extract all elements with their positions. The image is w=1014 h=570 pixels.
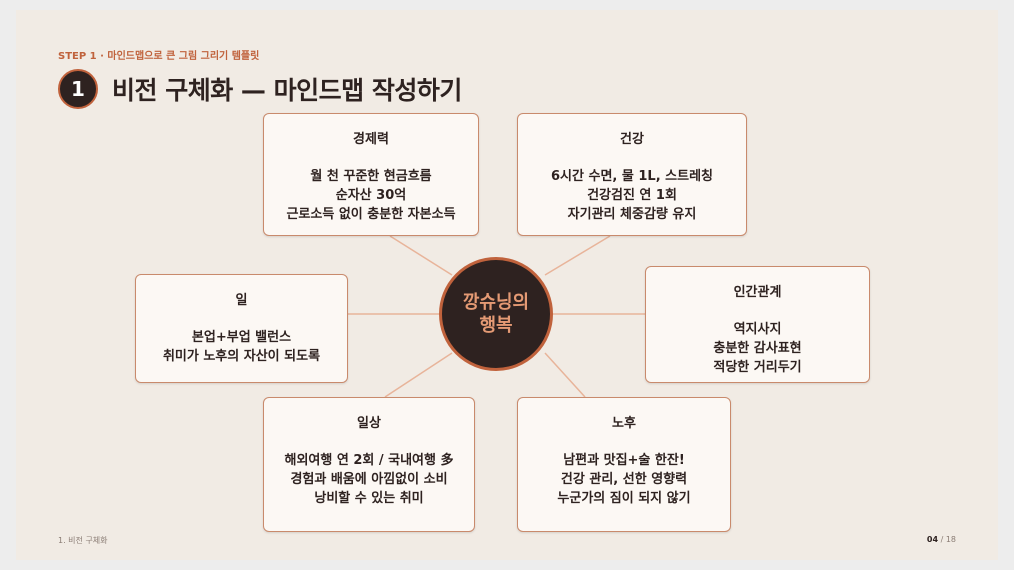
connector-retirement [544,352,586,398]
connector-health [544,235,611,276]
node-line: 순자산 30억 [335,188,407,203]
node-work: 일 본업+부업 밸런스 취미가 노후의 자산이 되도록 [135,274,348,383]
page-separator: / [940,535,944,544]
node-line: 6시간 수면, 물 1L, 스트레칭 [551,169,713,184]
page-number: 04 [926,535,939,544]
node-line: 취미가 노후의 자산이 되도록 [162,349,321,364]
node-line: 해외여행 연 2회 / 국내여행 多 [284,453,454,468]
connector-economy [389,235,453,276]
node-title: 일 [235,293,248,308]
connector-daily [384,352,453,398]
node-line: 누군가의 짐이 되지 않기 [557,491,691,506]
node-line: 역지사지 [733,322,782,337]
node-title: 인간관계 [733,285,782,300]
page-counter: 04 / 18 [927,535,956,544]
node-line: 건강검진 연 1회 [587,188,677,203]
node-title: 일상 [357,416,381,431]
node-line: 경험과 배움에 아낌없이 소비 [290,472,448,487]
footer-section: 1. 비전 구체화 [58,536,108,545]
node-retirement: 노후 남편과 맛집+술 한잔! 건강 관리, 선한 영향력 누군가의 짐이 되지… [517,397,731,532]
page-title: 비전 구체화 — 마인드맵 작성하기 [112,76,462,105]
node-line: 남편과 맛집+술 한잔! [563,453,685,468]
node-title: 노후 [612,416,636,431]
node-health: 건강 6시간 수면, 물 1L, 스트레칭 건강검진 연 1회 자기관리 체중감… [517,113,747,236]
node-line: 본업+부업 밸런스 [191,330,292,345]
node-line: 자기관리 체중감량 유지 [567,207,697,222]
step-number-badge: 1 [58,69,98,109]
page-total: 18 [945,535,956,544]
node-line: 낭비할 수 있는 취미 [314,491,424,506]
node-economy: 경제력 월 천 꾸준한 현금흐름 순자산 30억 근로소득 없이 충분한 자본소… [263,113,479,236]
node-line: 적당한 거리두기 [713,360,802,375]
node-relations: 인간관계 역지사지 충분한 감사표현 적당한 거리두기 [645,266,870,383]
node-line: 근로소득 없이 충분한 자본소득 [286,207,456,222]
node-title: 경제력 [353,132,389,147]
center-label: 깡슈닝의 행복 [462,292,530,336]
node-line: 충분한 감사표현 [713,341,802,356]
node-line: 월 천 꾸준한 현금흐름 [310,169,432,184]
node-daily: 일상 해외여행 연 2회 / 국내여행 多 경험과 배움에 아낌없이 소비 낭비… [263,397,475,532]
step-label: STEP 1 · 마인드맵으로 큰 그림 그리기 템플릿 [58,51,260,62]
center-node: 깡슈닝의 행복 [439,257,553,371]
node-title: 건강 [620,132,644,147]
node-line: 건강 관리, 선한 영향력 [560,472,688,487]
